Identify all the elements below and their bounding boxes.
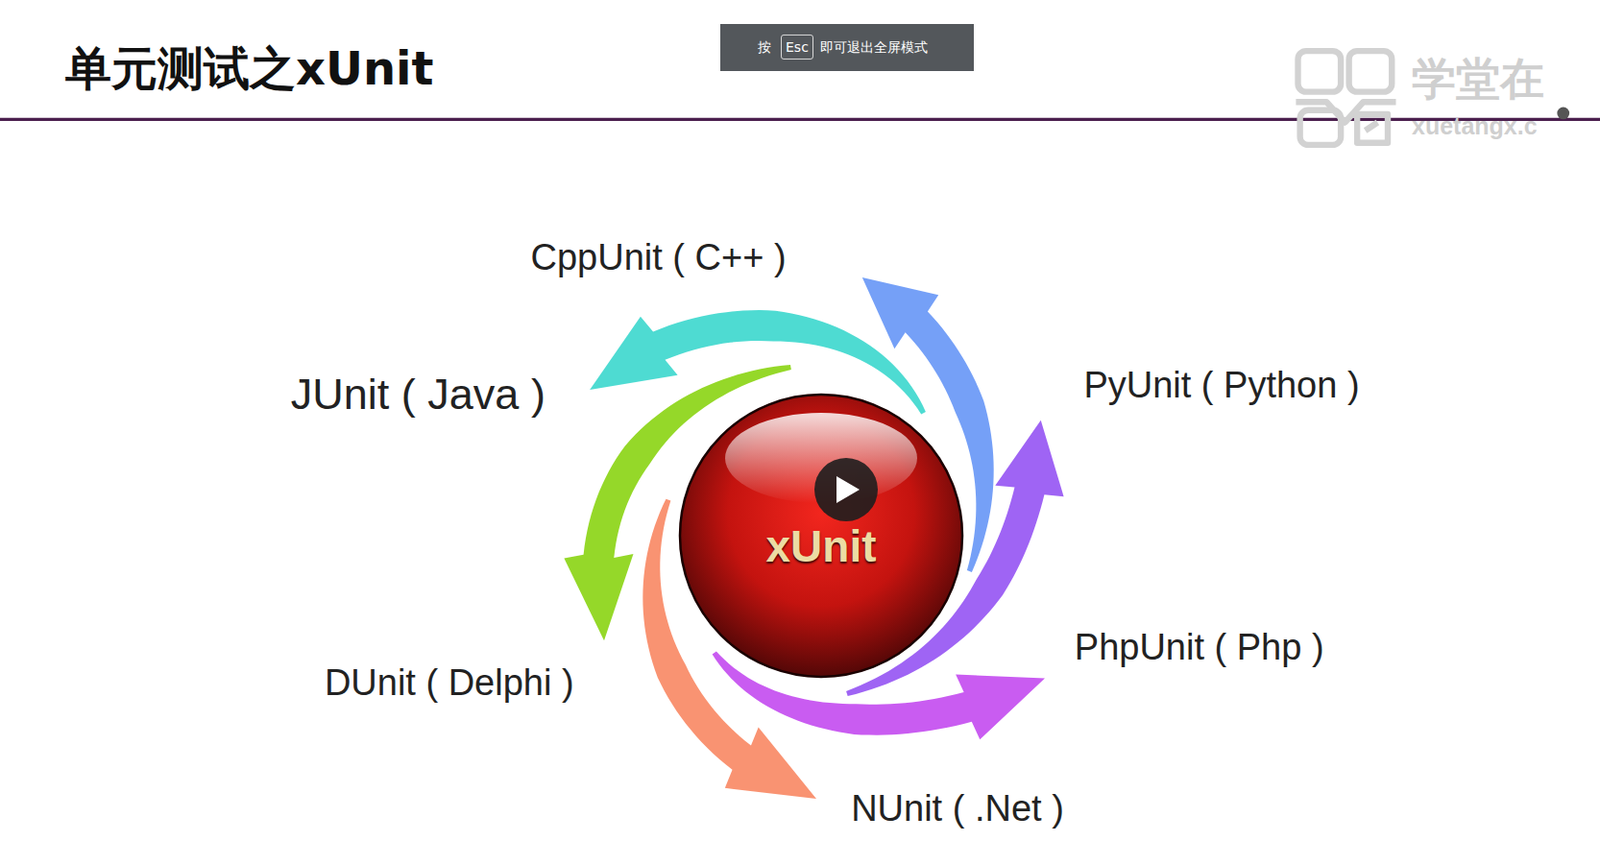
watermark-logo (1295, 50, 1396, 146)
framework-label: NUnit ( .Net ) (850, 788, 1065, 831)
swirl-arrows (563, 277, 1064, 800)
framework-label: PhpUnit ( Php ) (1074, 627, 1325, 670)
watermark-dot (1556, 107, 1570, 121)
framework-label: CppUnit ( C++ ) (531, 237, 787, 280)
watermark: xuetangx.c (1411, 112, 1538, 141)
watermark: 学堂在 (1411, 53, 1545, 105)
xunit-sphere: xUnit (678, 392, 965, 679)
toolbar-text: 即可退出全屏模式 (820, 39, 928, 55)
toolbar-text: 按 (757, 39, 772, 55)
sphere-body (679, 394, 963, 678)
framework-label: JUnit ( Java ) (290, 369, 546, 420)
sphere-label: xUnit (766, 522, 877, 572)
esc-key: Esc (780, 34, 814, 60)
slide-title: 单元测试之xUnit (65, 42, 435, 96)
play-button (814, 458, 878, 522)
framework-label: DUnit ( Delphi ) (324, 662, 575, 705)
play-icon (836, 476, 860, 504)
swirl-arrow (589, 310, 926, 414)
framework-label: PyUnit ( Python ) (1083, 364, 1359, 408)
